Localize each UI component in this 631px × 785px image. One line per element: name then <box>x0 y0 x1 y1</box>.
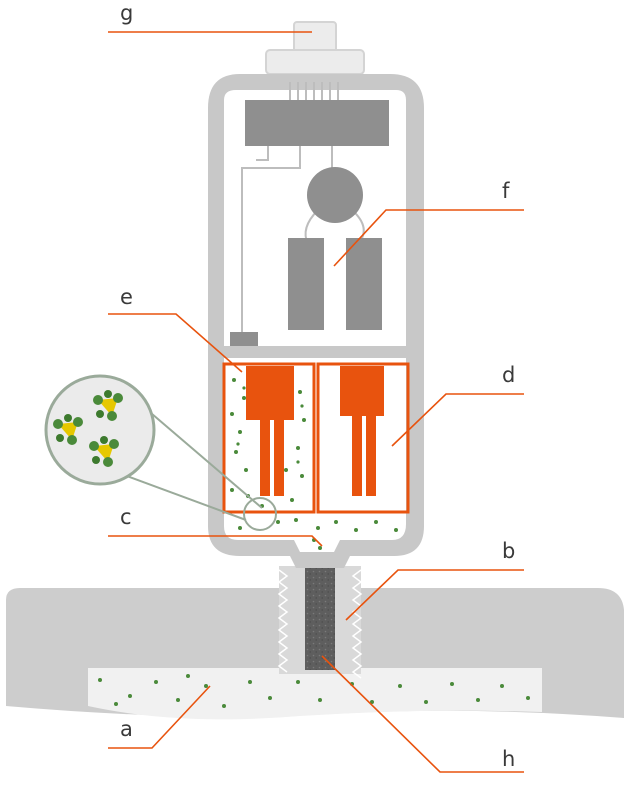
leader-a <box>108 685 211 749</box>
zoom-source-ring <box>243 497 277 531</box>
label-d: d <box>502 363 515 387</box>
leader-d <box>391 393 524 447</box>
molecule-3 <box>89 436 119 467</box>
electrode-right <box>346 238 382 330</box>
molecule-zoom-inset <box>44 374 277 531</box>
molecule-1 <box>53 414 83 445</box>
chamber-right-outline <box>316 362 410 514</box>
label-e: e <box>120 285 133 309</box>
circuit-board <box>245 100 389 146</box>
small-component <box>230 332 258 346</box>
top-cap <box>293 21 337 53</box>
threaded-connector <box>277 566 363 679</box>
leader-f <box>333 209 524 267</box>
leader-h <box>321 655 524 773</box>
chamber-divider <box>224 346 406 358</box>
leader-e <box>108 313 243 373</box>
sensor-element-right <box>340 366 384 496</box>
leader-b <box>345 569 524 621</box>
electronics-assembly <box>230 82 389 346</box>
sensor-element-left <box>246 366 294 496</box>
label-f: f <box>502 179 510 203</box>
sensor-cylinder <box>307 167 363 223</box>
soil-region <box>88 668 542 720</box>
leader-c <box>108 535 323 547</box>
label-b: b <box>502 539 515 563</box>
label-g: g <box>120 1 133 25</box>
leader-lines <box>108 31 524 773</box>
molecule-2 <box>93 390 123 421</box>
chamber-left-outline <box>222 362 316 514</box>
label-h: h <box>502 747 515 771</box>
cap-base <box>265 49 365 75</box>
sensing-chamber <box>222 362 410 514</box>
label-a: a <box>120 717 133 741</box>
label-c: c <box>120 505 132 529</box>
gas-particles <box>230 378 398 550</box>
filter-element <box>305 566 335 670</box>
electrode-left <box>288 238 324 330</box>
